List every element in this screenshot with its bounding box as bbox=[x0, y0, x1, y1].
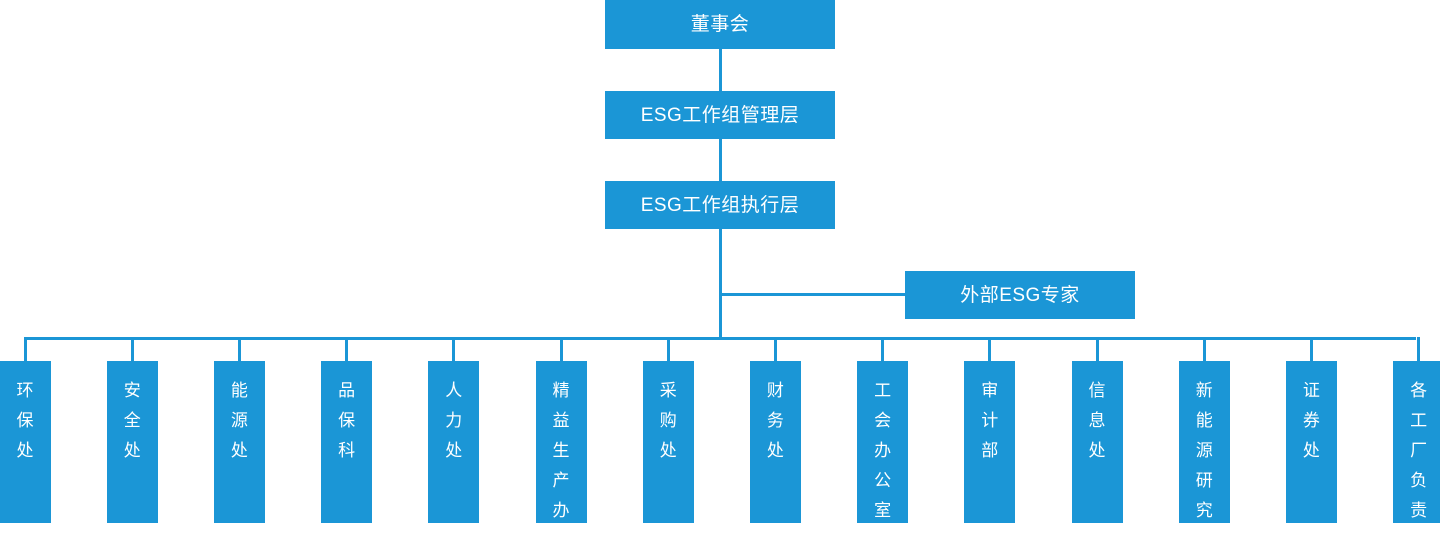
department-node-char: 工 bbox=[874, 381, 892, 400]
connector-bus-to-department bbox=[345, 337, 349, 361]
department-node-char: 生 bbox=[552, 441, 570, 460]
department-node-char: 保 bbox=[16, 411, 34, 430]
department-node-char: 处 bbox=[123, 441, 141, 460]
department-node-char: 购 bbox=[659, 411, 677, 430]
department-node[interactable]: 各工厂负责人 bbox=[1393, 361, 1440, 535]
department-node-char: 办 bbox=[552, 501, 570, 520]
department-node-char: 能 bbox=[230, 381, 248, 400]
connector-board-to-management bbox=[719, 49, 722, 91]
connector-bus-to-department bbox=[988, 337, 992, 361]
connector-bus-to-department bbox=[1202, 337, 1206, 361]
department-node[interactable]: 信息处 bbox=[1071, 361, 1123, 523]
department-node[interactable]: 财务处 bbox=[749, 361, 801, 523]
department-node-char: 新 bbox=[1195, 381, 1213, 400]
department-node-char: 处 bbox=[659, 441, 677, 460]
connector-bus-to-department bbox=[666, 337, 670, 361]
department-node[interactable]: 安全处 bbox=[106, 361, 158, 523]
department-node-char: 证 bbox=[1302, 381, 1320, 400]
department-node-char: 究 bbox=[1195, 501, 1213, 520]
connector-execution-trunk bbox=[719, 229, 722, 340]
connector-bus-to-department bbox=[237, 337, 241, 361]
department-node-char: 务 bbox=[766, 411, 784, 430]
connector-bus-to-department bbox=[23, 337, 27, 361]
department-node-char: 源 bbox=[1195, 441, 1213, 460]
department-node-char: 产 bbox=[552, 471, 570, 490]
department-node-char: 审 bbox=[981, 381, 999, 400]
department-node-char: 能 bbox=[1195, 411, 1213, 430]
connector-bus-to-department bbox=[1309, 337, 1313, 361]
connector-execution-to-expert bbox=[719, 293, 905, 296]
department-node-char: 各 bbox=[1410, 381, 1428, 400]
department-node-char: 保 bbox=[338, 411, 356, 430]
node-esg-management-layer-label: ESG工作组管理层 bbox=[640, 104, 800, 126]
connector-bus-to-department bbox=[773, 337, 777, 361]
connector-bus-to-department bbox=[1417, 337, 1421, 361]
department-node-char: 处 bbox=[1302, 441, 1320, 460]
department-node-char: 处 bbox=[230, 441, 248, 460]
department-node-char: 部 bbox=[981, 441, 999, 460]
department-bus-line bbox=[24, 337, 1416, 340]
department-node-char: 全 bbox=[123, 411, 141, 430]
node-board[interactable]: 董事会 bbox=[605, 0, 835, 49]
department-node-char: 科 bbox=[338, 441, 356, 460]
department-node[interactable]: 工会办公室 bbox=[857, 361, 909, 523]
department-node[interactable]: 能源处 bbox=[213, 361, 265, 523]
connector-management-to-execution bbox=[719, 139, 722, 181]
node-esg-execution-layer[interactable]: ESG工作组执行层 bbox=[605, 181, 835, 229]
department-node-char: 处 bbox=[766, 441, 784, 460]
node-esg-management-layer[interactable]: ESG工作组管理层 bbox=[605, 91, 835, 139]
node-board-label: 董事会 bbox=[690, 14, 750, 35]
department-node[interactable]: 精益生产办 bbox=[535, 361, 587, 523]
department-node-char: 责 bbox=[1410, 501, 1428, 520]
department-node-char: 环 bbox=[16, 381, 34, 400]
department-node-char: 人 bbox=[1410, 526, 1427, 535]
department-node-char: 精 bbox=[552, 381, 570, 400]
department-node-char: 益 bbox=[552, 411, 570, 430]
connector-bus-to-department bbox=[130, 337, 134, 361]
department-node-char: 办 bbox=[874, 441, 892, 460]
node-esg-execution-layer-label: ESG工作组执行层 bbox=[640, 194, 800, 216]
department-node[interactable]: 证券处 bbox=[1285, 361, 1337, 523]
department-node[interactable]: 新能源研究院 bbox=[1178, 361, 1230, 535]
department-node-char: 采 bbox=[659, 381, 677, 400]
connector-bus-to-department bbox=[1095, 337, 1099, 361]
department-node-char: 品 bbox=[338, 381, 356, 400]
department-node-char: 信 bbox=[1088, 381, 1106, 400]
department-node[interactable]: 审计部 bbox=[964, 361, 1016, 523]
node-external-esg-expert[interactable]: 外部ESG专家 bbox=[905, 271, 1135, 319]
connector-bus-to-department bbox=[559, 337, 563, 361]
department-node-char: 人 bbox=[445, 381, 463, 400]
department-node-char: 处 bbox=[16, 441, 34, 460]
department-node[interactable]: 品保科 bbox=[321, 361, 373, 523]
department-node[interactable]: 人力处 bbox=[428, 361, 480, 523]
connector-bus-to-department bbox=[452, 337, 456, 361]
department-node-char: 公 bbox=[874, 471, 892, 490]
connector-bus-to-department bbox=[881, 337, 885, 361]
department-node-char: 源 bbox=[230, 411, 248, 430]
department-node-char: 负 bbox=[1410, 471, 1428, 490]
department-node-char: 研 bbox=[1195, 471, 1213, 490]
department-node-char: 券 bbox=[1302, 411, 1320, 430]
department-node-char: 工 bbox=[1410, 411, 1428, 430]
department-node-char: 计 bbox=[981, 411, 999, 430]
department-node-char: 处 bbox=[445, 441, 463, 460]
department-node[interactable]: 环保处 bbox=[0, 361, 51, 523]
department-node-char: 会 bbox=[874, 411, 892, 430]
department-node-char: 息 bbox=[1088, 411, 1106, 430]
department-node-char: 院 bbox=[1196, 526, 1213, 535]
department-node-char: 力 bbox=[445, 411, 463, 430]
department-node-char: 室 bbox=[874, 501, 892, 520]
department-node-char: 厂 bbox=[1410, 441, 1428, 460]
node-external-esg-expert-label: 外部ESG专家 bbox=[960, 284, 1080, 306]
department-node-char: 安 bbox=[123, 381, 141, 400]
department-node-char: 处 bbox=[1088, 441, 1106, 460]
department-node-char: 财 bbox=[766, 381, 784, 400]
department-node[interactable]: 采购处 bbox=[642, 361, 694, 523]
